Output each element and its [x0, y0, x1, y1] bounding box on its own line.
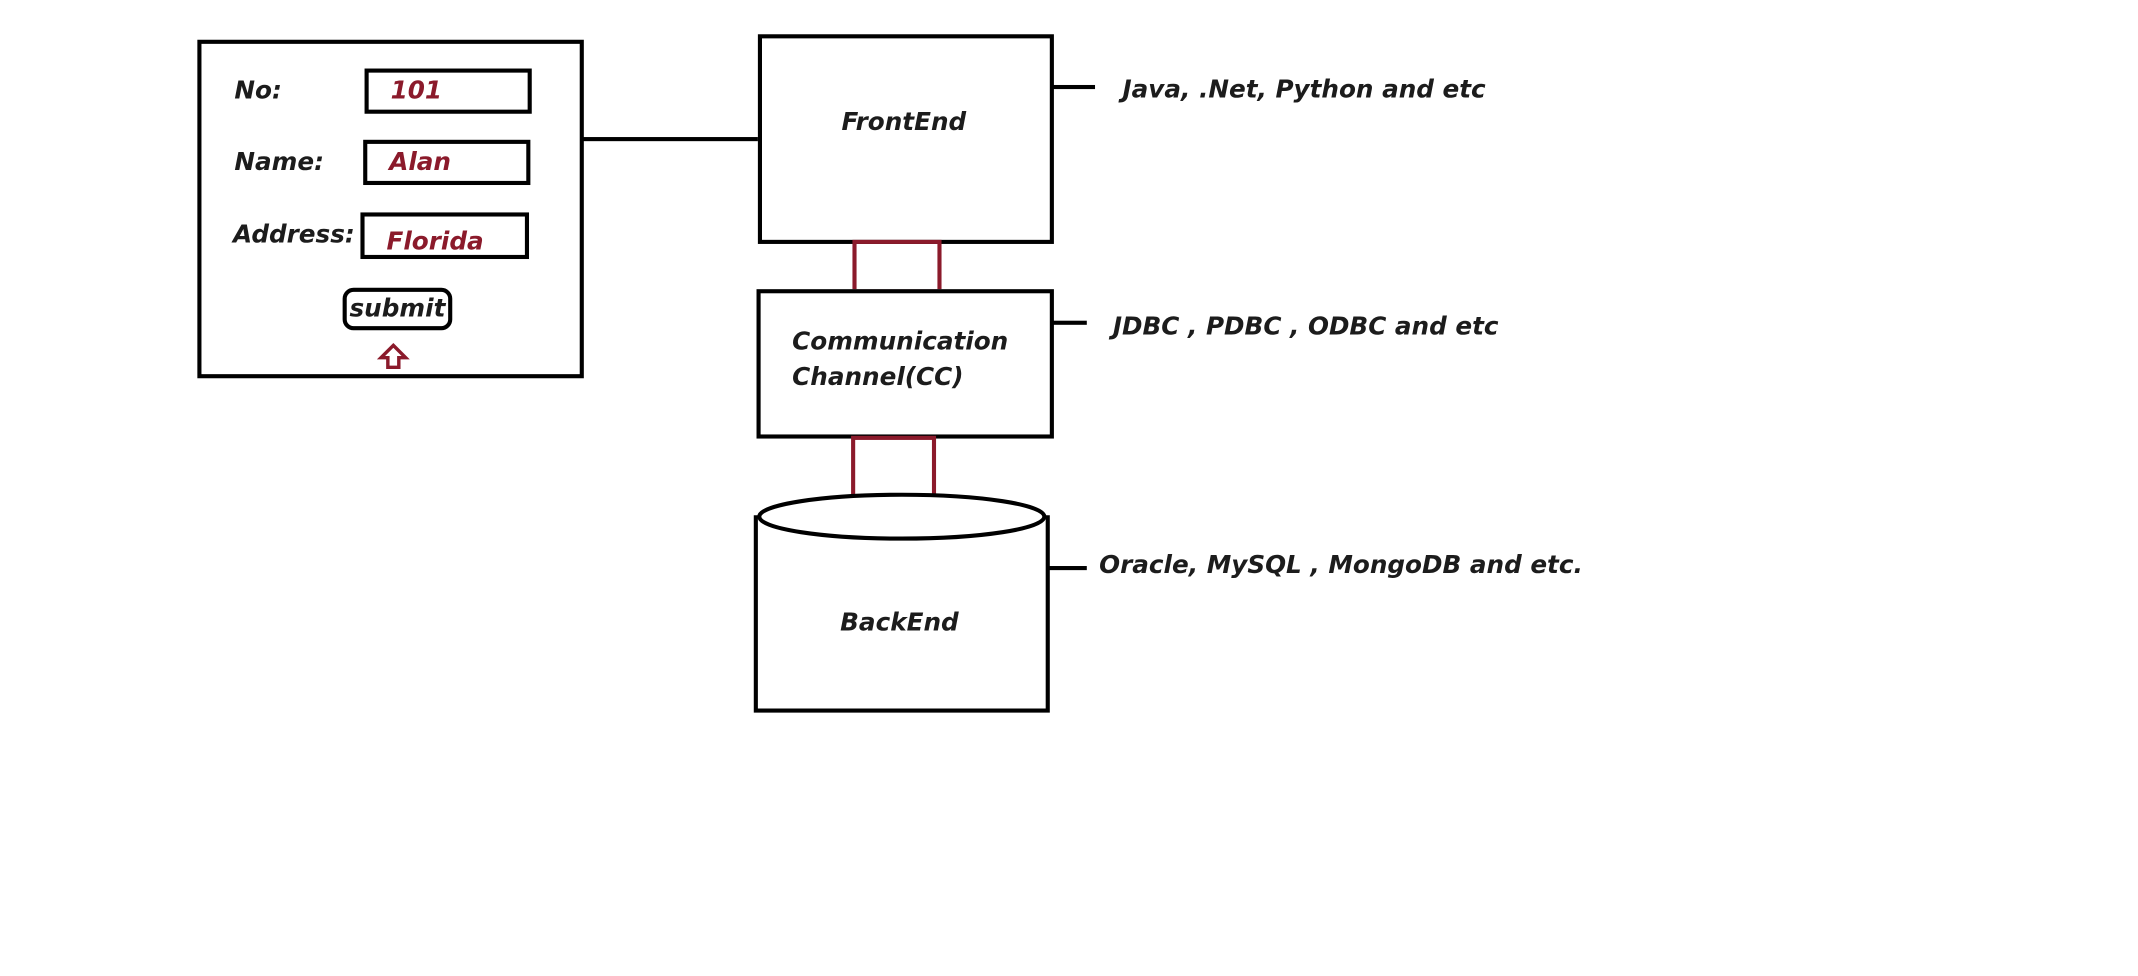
frontend-annotation-tick: [1051, 84, 1096, 90]
name-field[interactable]: Alan: [363, 139, 531, 186]
address-field-value: Florida: [386, 227, 484, 257]
address-label: Address:: [232, 220, 355, 250]
name-label: Name:: [234, 148, 324, 177]
no-field[interactable]: 101: [364, 68, 532, 114]
no-field-value: 101: [390, 76, 443, 106]
backend-annotation: Oracle, MySQL , MongoDB and etc.: [1099, 550, 1583, 580]
submit-button[interactable]: submit: [342, 287, 453, 331]
up-arrow-icon: [376, 342, 410, 370]
form-to-frontend-connector: [582, 137, 761, 142]
frontend-annotation: Java, .Net, Python and etc: [1122, 75, 1486, 105]
no-label: No:: [234, 76, 282, 106]
channel-label-line1: Communication: [792, 327, 1009, 357]
frontend-channel-link: [852, 239, 942, 294]
backend-database-shape: [753, 492, 1050, 713]
backend-label: BackEnd: [840, 608, 959, 638]
name-field-value: Alan: [389, 148, 451, 177]
submit-button-label: submit: [349, 294, 446, 324]
frontend-label: FrontEnd: [841, 108, 967, 138]
address-field[interactable]: Florida: [360, 212, 530, 260]
channel-label-line2: Channel(CC): [792, 363, 964, 392]
channel-box: [756, 289, 1054, 439]
frontend-box: [757, 34, 1054, 244]
backend-annotation-tick: [1047, 566, 1087, 571]
channel-backend-link: [851, 435, 937, 499]
channel-annotation-tick: [1051, 320, 1087, 325]
channel-annotation: JDBC , PDBC , ODBC and etc: [1112, 312, 1499, 342]
